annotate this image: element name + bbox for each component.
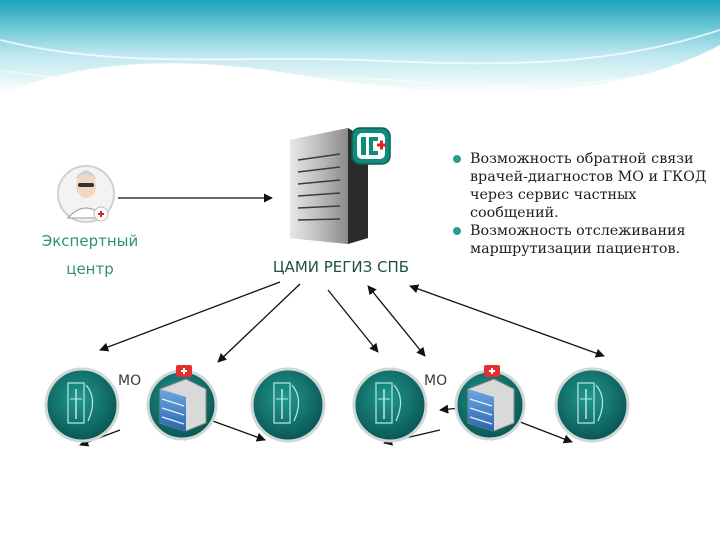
- doctor-avatar-icon: [57, 165, 115, 223]
- feature-item-routing: Возможность отслеживания маршрутизации п…: [445, 222, 720, 258]
- feature-list: Возможность обратной связи врачей-диагно…: [445, 150, 720, 258]
- server-label: ЦАМИ РЕГИЗ СПБ: [272, 258, 410, 276]
- mo-label-left: МО: [118, 373, 142, 389]
- xray-node-icon: [352, 367, 428, 443]
- feature-text-routing: Возможность отслеживания маршрутизации п…: [470, 223, 686, 257]
- feature-item-feedback: Возможность обратной связи врачей-диагно…: [445, 150, 720, 222]
- xray-node-icon: [44, 367, 120, 443]
- hospital-building-icon: [146, 365, 218, 441]
- header-banner: [0, 0, 720, 95]
- feature-text-feedback: Возможность обратной связи врачей-диагно…: [470, 151, 707, 221]
- regiz-logo-icon: [351, 127, 391, 165]
- xray-node-icon: [250, 367, 326, 443]
- server-arrows: [99, 281, 605, 363]
- expert-center-label-line2: центр: [66, 260, 114, 278]
- bullet-dot-icon: [453, 155, 461, 163]
- expert-center-label-line1: Экспертный: [41, 232, 139, 250]
- mo-label-right: МО: [424, 373, 448, 389]
- hospital-building-icon: [454, 365, 526, 441]
- bullet-dot-icon: [453, 227, 461, 235]
- xray-node-icon: [554, 367, 630, 443]
